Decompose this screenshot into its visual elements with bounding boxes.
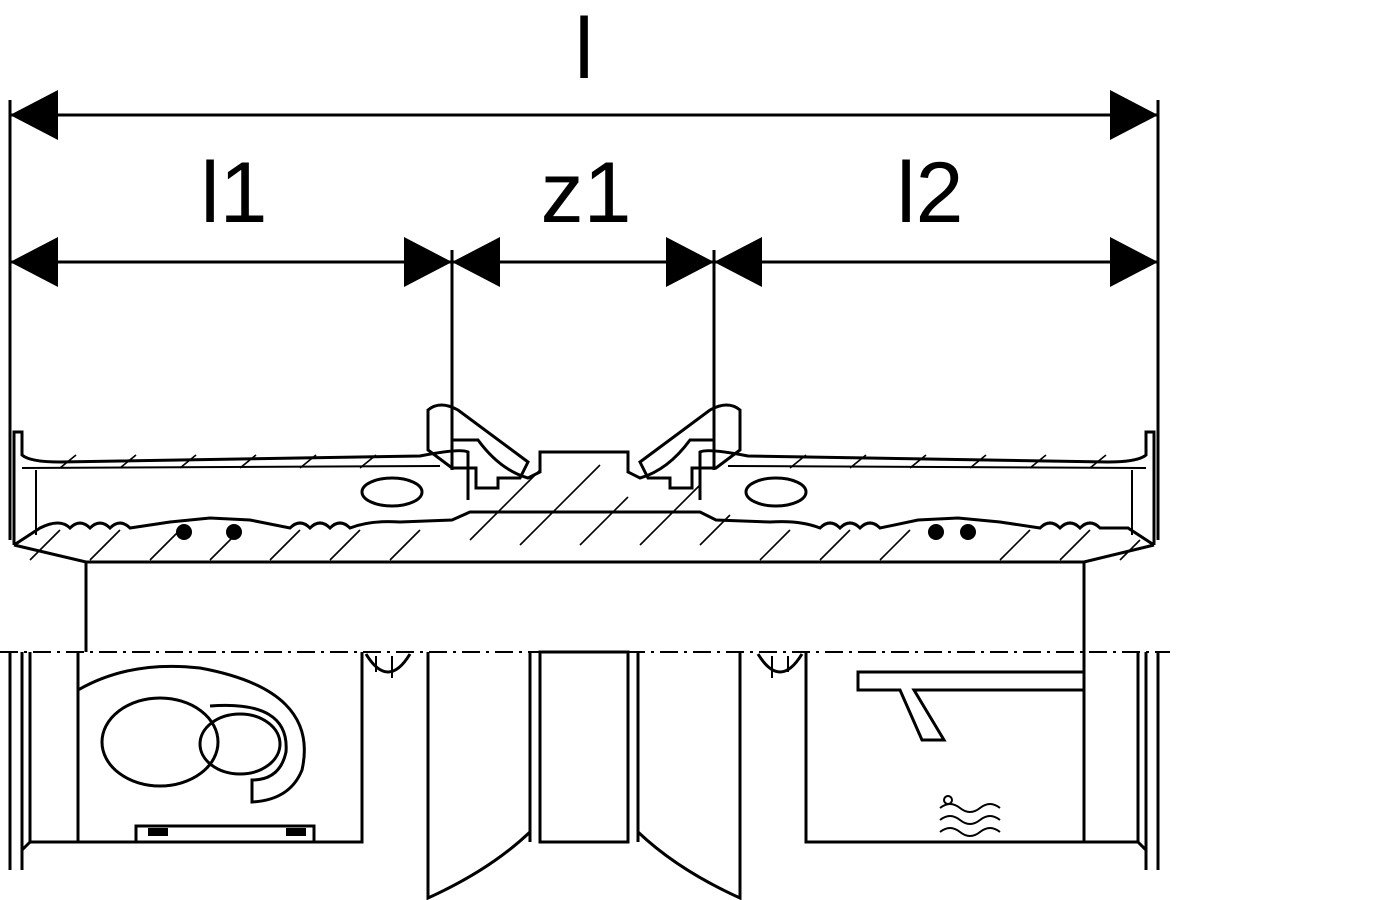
stop-lower-left bbox=[426, 652, 532, 900]
fitting-hatching bbox=[29, 529, 1141, 561]
o-ring bbox=[960, 524, 976, 540]
dimension-lines bbox=[8, 90, 1160, 540]
fitting-section-view bbox=[12, 403, 1156, 564]
sleeve-hatching bbox=[59, 454, 1107, 469]
z1-label: z1 bbox=[541, 145, 632, 241]
sleeve-body-left bbox=[30, 652, 364, 844]
overall-length-label: l bbox=[574, 1, 593, 97]
arrow-head bbox=[452, 237, 500, 287]
grip-ring-left bbox=[360, 476, 424, 508]
o-ring bbox=[176, 524, 192, 540]
ring-roller bbox=[364, 653, 412, 674]
body-hatching bbox=[469, 464, 731, 546]
stop-left bbox=[426, 403, 530, 490]
label-notch bbox=[286, 828, 306, 836]
arrow-head bbox=[10, 237, 58, 287]
inspection-window-left bbox=[77, 664, 306, 804]
fitting-barbs bbox=[13, 510, 1155, 547]
arrow-head bbox=[404, 237, 452, 287]
press-sleeve-right bbox=[698, 430, 1156, 545]
end-flange-right bbox=[1136, 652, 1160, 870]
flag-mark bbox=[856, 670, 1086, 742]
arrow-head bbox=[666, 237, 714, 287]
sleeve-inner-line bbox=[727, 465, 1147, 469]
sleeve-inner-line bbox=[21, 465, 441, 469]
label-plate bbox=[134, 824, 316, 844]
arrow-head bbox=[1110, 237, 1158, 287]
press-sleeve-left bbox=[12, 430, 470, 545]
inspection-hole bbox=[100, 696, 220, 788]
sleeve-body-right bbox=[804, 652, 1138, 844]
arrow-head bbox=[10, 90, 58, 140]
inspection-hole-inner bbox=[198, 712, 282, 776]
end-flange-left bbox=[8, 652, 32, 870]
o-ring bbox=[928, 524, 944, 540]
arrow-head bbox=[1110, 90, 1158, 140]
fitting-exterior-view bbox=[0, 562, 1170, 900]
grip-ring-right bbox=[744, 476, 808, 508]
stop-right bbox=[638, 403, 742, 490]
bore-line bbox=[13, 543, 1155, 564]
fitting-body-centre bbox=[450, 438, 716, 480]
centre-collar bbox=[538, 650, 630, 844]
l1-label: l1 bbox=[201, 145, 268, 241]
l2-label: l2 bbox=[897, 145, 964, 241]
label-notch bbox=[148, 828, 168, 836]
arrow-head bbox=[714, 237, 762, 287]
spring-icon bbox=[939, 795, 1001, 837]
o-ring bbox=[226, 524, 242, 540]
ring-roller bbox=[756, 653, 804, 674]
stop-lower-right bbox=[636, 652, 742, 900]
